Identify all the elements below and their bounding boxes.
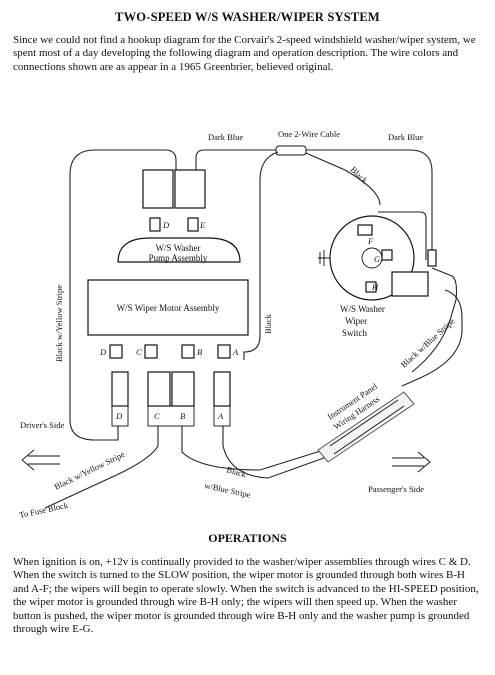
connector-terminal-b: B bbox=[180, 411, 185, 421]
motor-label: W/S Wiper Motor Assembly bbox=[117, 303, 220, 313]
connector-terminal-d: D bbox=[115, 411, 123, 421]
switch-label-1: W/S Washer bbox=[340, 304, 385, 314]
motor-terminal-c: C bbox=[136, 347, 142, 357]
label-dark-blue-right: Dark Blue bbox=[388, 132, 423, 142]
drivers-side-arrow bbox=[21, 449, 60, 471]
label-black-yellow-left: Black w/Yellow Stripe bbox=[54, 285, 64, 362]
wiper-motor-assembly: W/S Wiper Motor Assembly D C B A bbox=[87, 279, 249, 359]
wire-to-fuse-block bbox=[44, 426, 159, 509]
pump-label-1: W/S Washer bbox=[156, 243, 201, 253]
wire-dark-blue-right bbox=[306, 149, 433, 252]
two-wire-cable-sleeve bbox=[275, 145, 307, 156]
label-to-fuse-block: To Fuse Block bbox=[18, 500, 69, 520]
wire-black-blue-right bbox=[401, 289, 463, 387]
label-black-right: Black bbox=[263, 313, 273, 334]
wire-blue-stripe-bottom bbox=[222, 426, 336, 479]
label-black-top: Black bbox=[349, 164, 371, 186]
connector-terminal-a: A bbox=[217, 411, 224, 421]
label-dark-blue-left: Dark Blue bbox=[208, 132, 243, 142]
operations-heading: OPERATIONS bbox=[208, 531, 287, 545]
passengers-side-arrow bbox=[392, 451, 431, 473]
instrument-panel-harness: Instrument Panel Wiring Harness bbox=[317, 381, 415, 463]
pump-terminal-d: D bbox=[162, 220, 170, 230]
label-black-yellow-bottom: Black w/Yellow Stripe bbox=[52, 449, 126, 492]
wire-dark-blue-left bbox=[195, 149, 278, 170]
pump-terminal-e: E bbox=[199, 220, 206, 230]
pump-label-2: Pump Assembly bbox=[149, 253, 208, 263]
operations-paragraph: When ignition is on, +12v is continually… bbox=[13, 556, 479, 636]
motor-terminal-d: D bbox=[99, 347, 107, 357]
intro-paragraph: Since we could not find a hookup diagram… bbox=[13, 34, 476, 73]
label-passengers-side: Passenger's Side bbox=[368, 484, 424, 494]
bottom-connectors: D C B A bbox=[111, 371, 231, 427]
label-drivers-side: Driver's Side bbox=[20, 420, 64, 430]
label-blue-stripe-bottom: w/Blue Stripe bbox=[204, 480, 252, 500]
motor-terminal-a: A bbox=[232, 347, 239, 357]
wire-black-loop bbox=[243, 151, 279, 360]
label-black-blue-right: Black w/Blue Stripe bbox=[399, 316, 457, 370]
motor-terminal-b: B bbox=[197, 347, 202, 357]
wire-black-to-switch bbox=[378, 211, 427, 260]
label-one-2-wire-cable: One 2-Wire Cable bbox=[278, 129, 340, 139]
page-title: TWO-SPEED W/S WASHER/WIPER SYSTEM bbox=[115, 10, 380, 24]
connector-terminal-c: C bbox=[154, 411, 160, 421]
washer-wiper-switch: F G H W/S Washer Wiper Switch bbox=[318, 215, 437, 338]
wire-black-bottom bbox=[181, 426, 331, 471]
washer-pump-assembly: D E W/S Washer Pump Assembly bbox=[117, 169, 241, 263]
wire-black-top bbox=[305, 152, 381, 206]
wire-black-yellow-left bbox=[69, 149, 177, 441]
label-black-bottom: Black bbox=[225, 464, 248, 479]
switch-terminal-h: H bbox=[371, 282, 379, 292]
switch-label-3: Switch bbox=[342, 328, 368, 338]
switch-label-2: Wiper bbox=[345, 316, 367, 326]
wire-switch-down bbox=[411, 267, 458, 373]
switch-terminal-g: G bbox=[374, 254, 380, 264]
switch-terminal-f: F bbox=[367, 236, 374, 246]
